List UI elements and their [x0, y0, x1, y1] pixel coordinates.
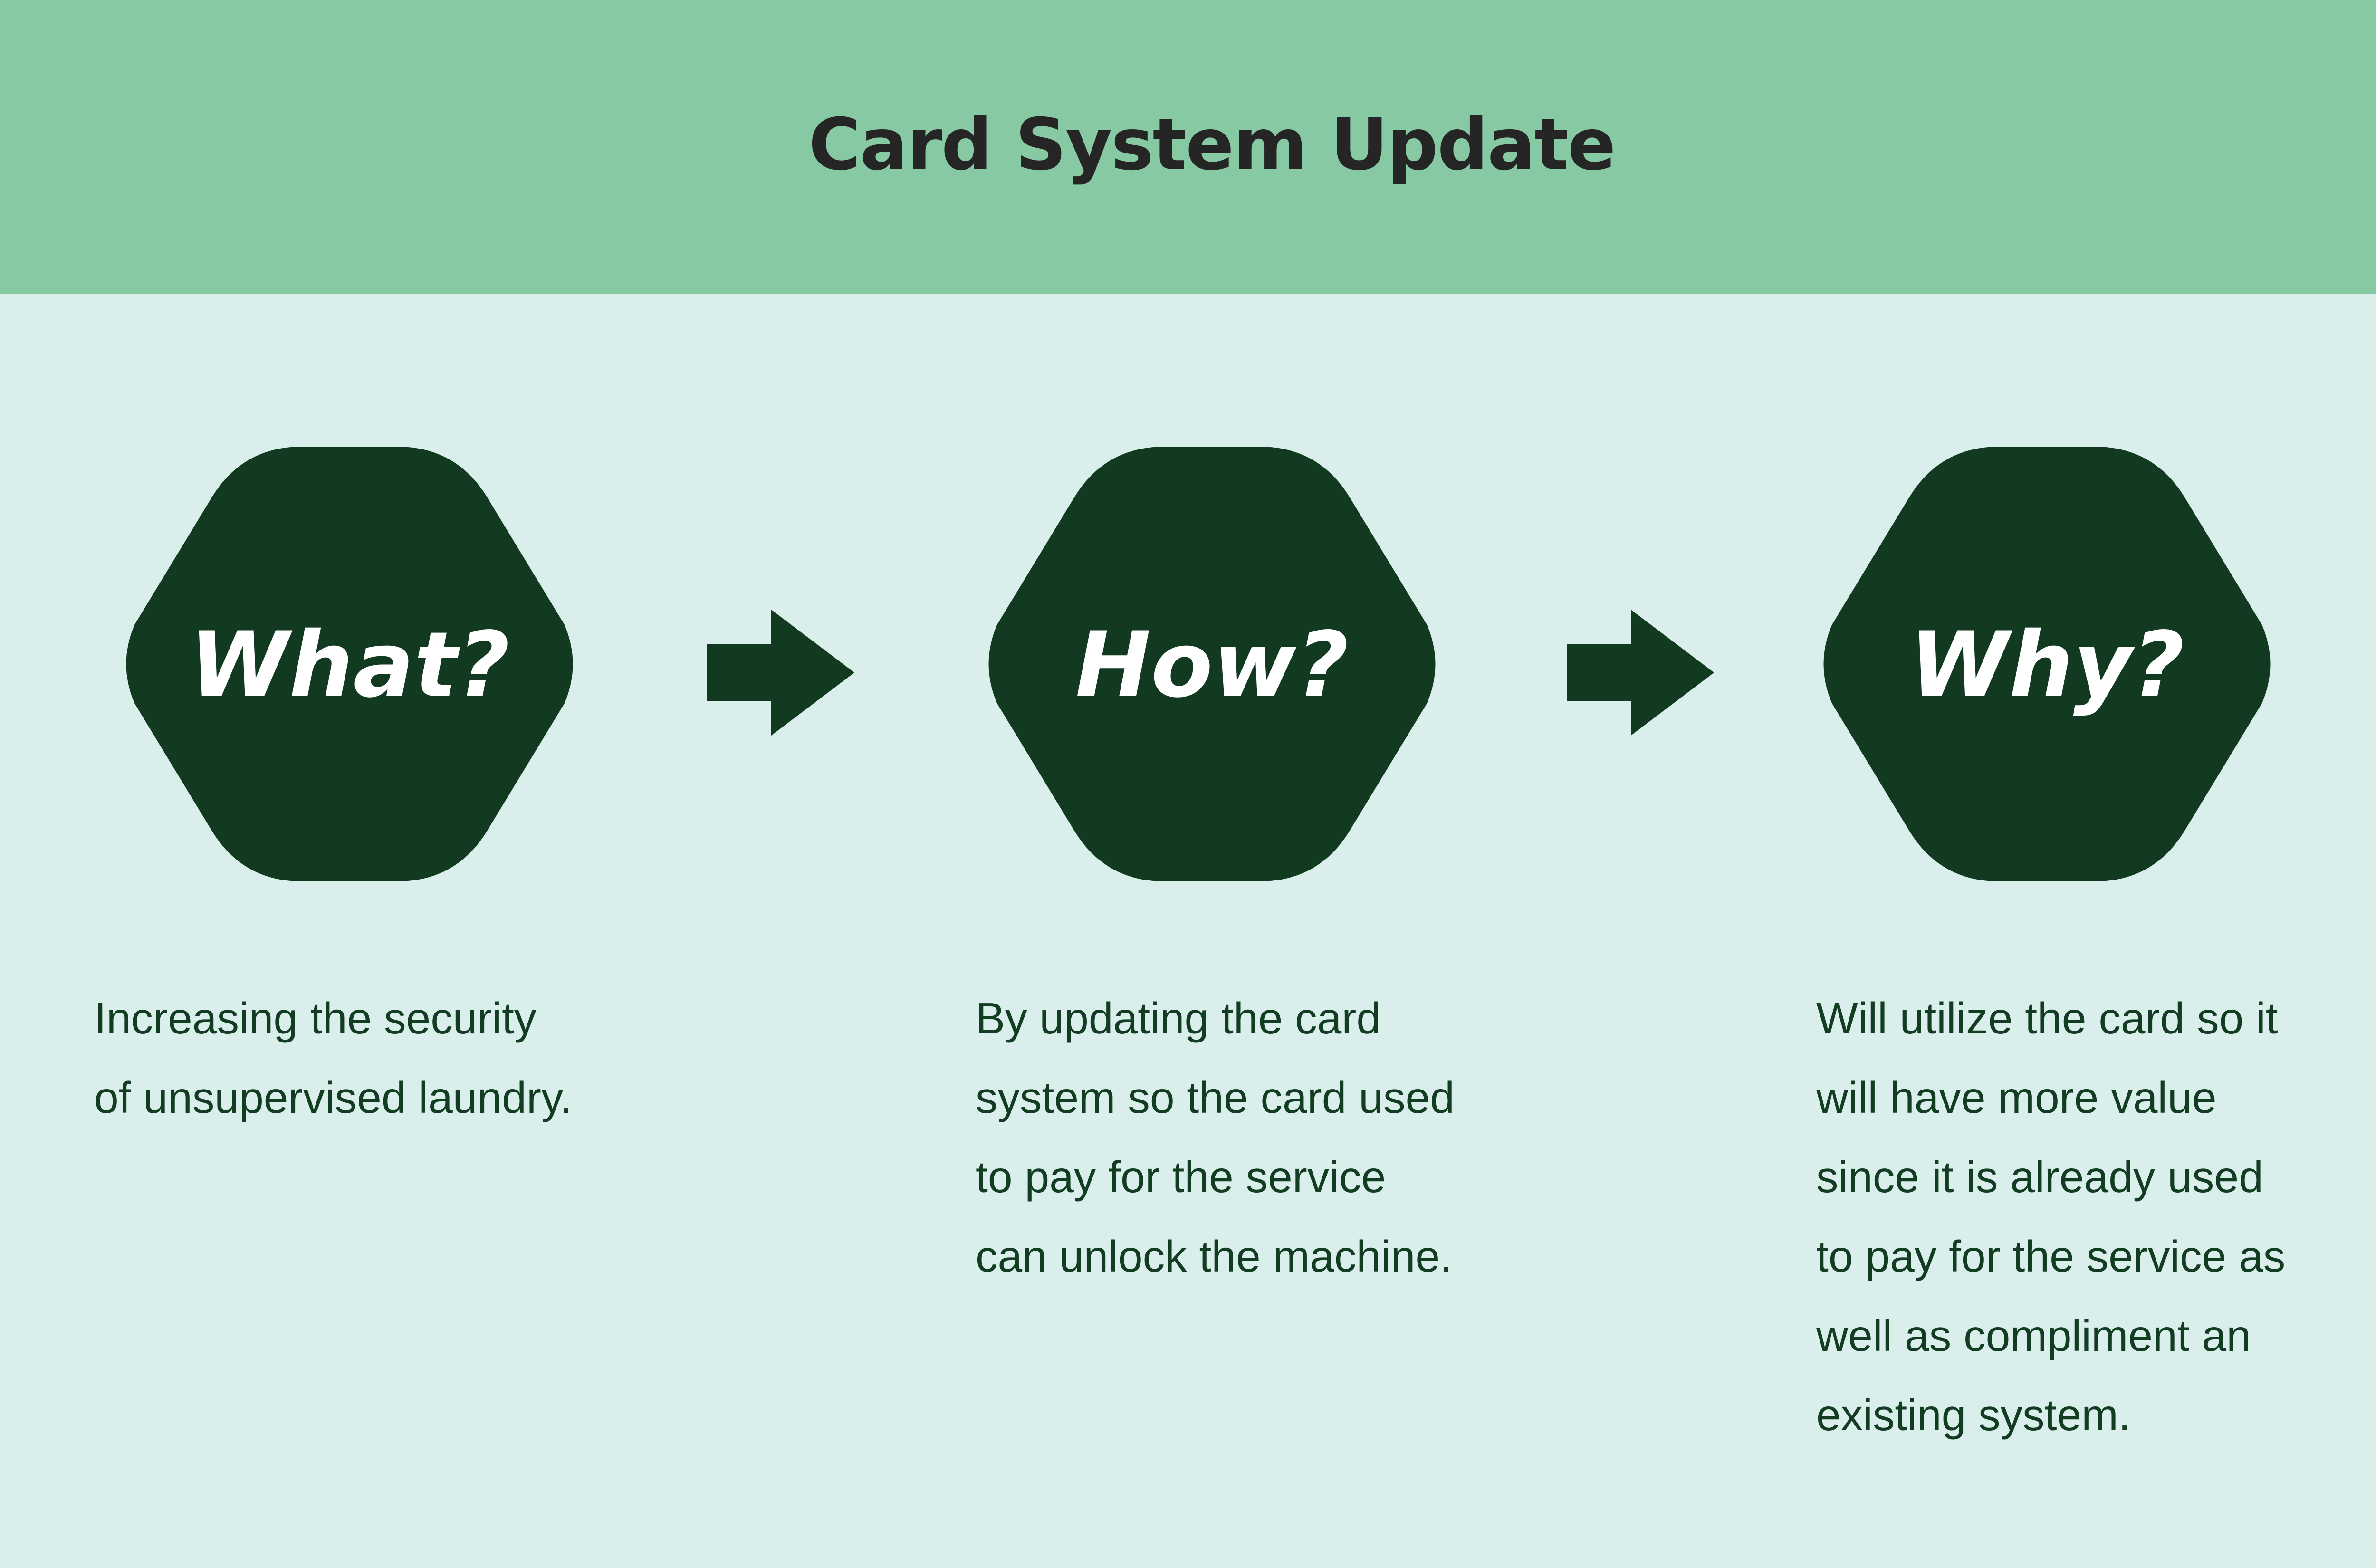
- step-why-node: Why?: [1815, 447, 2279, 881]
- arrow-right-icon: [1567, 610, 1714, 736]
- step-how-node: How?: [980, 447, 1444, 881]
- step-what-label: What?: [189, 612, 510, 717]
- arrow-right-icon: [707, 610, 854, 736]
- hexagon-shape: [988, 447, 1436, 881]
- step-why-description: Will utilize the card so it will have mo…: [1816, 994, 2286, 1440]
- step-what-description: Increasing the security of unsupervised …: [94, 994, 573, 1122]
- step-why-label: Why?: [1909, 612, 2184, 717]
- hexagon-shape: [1823, 447, 2271, 881]
- step-how-description: By updating the card system so the card …: [976, 994, 1455, 1281]
- step-what-node: What?: [118, 447, 581, 881]
- page-title: Card System Update: [808, 104, 1616, 186]
- step-how-label: How?: [1075, 612, 1349, 717]
- hexagon-shape: [126, 447, 573, 881]
- header-banner: Card System Update: [0, 0, 2376, 294]
